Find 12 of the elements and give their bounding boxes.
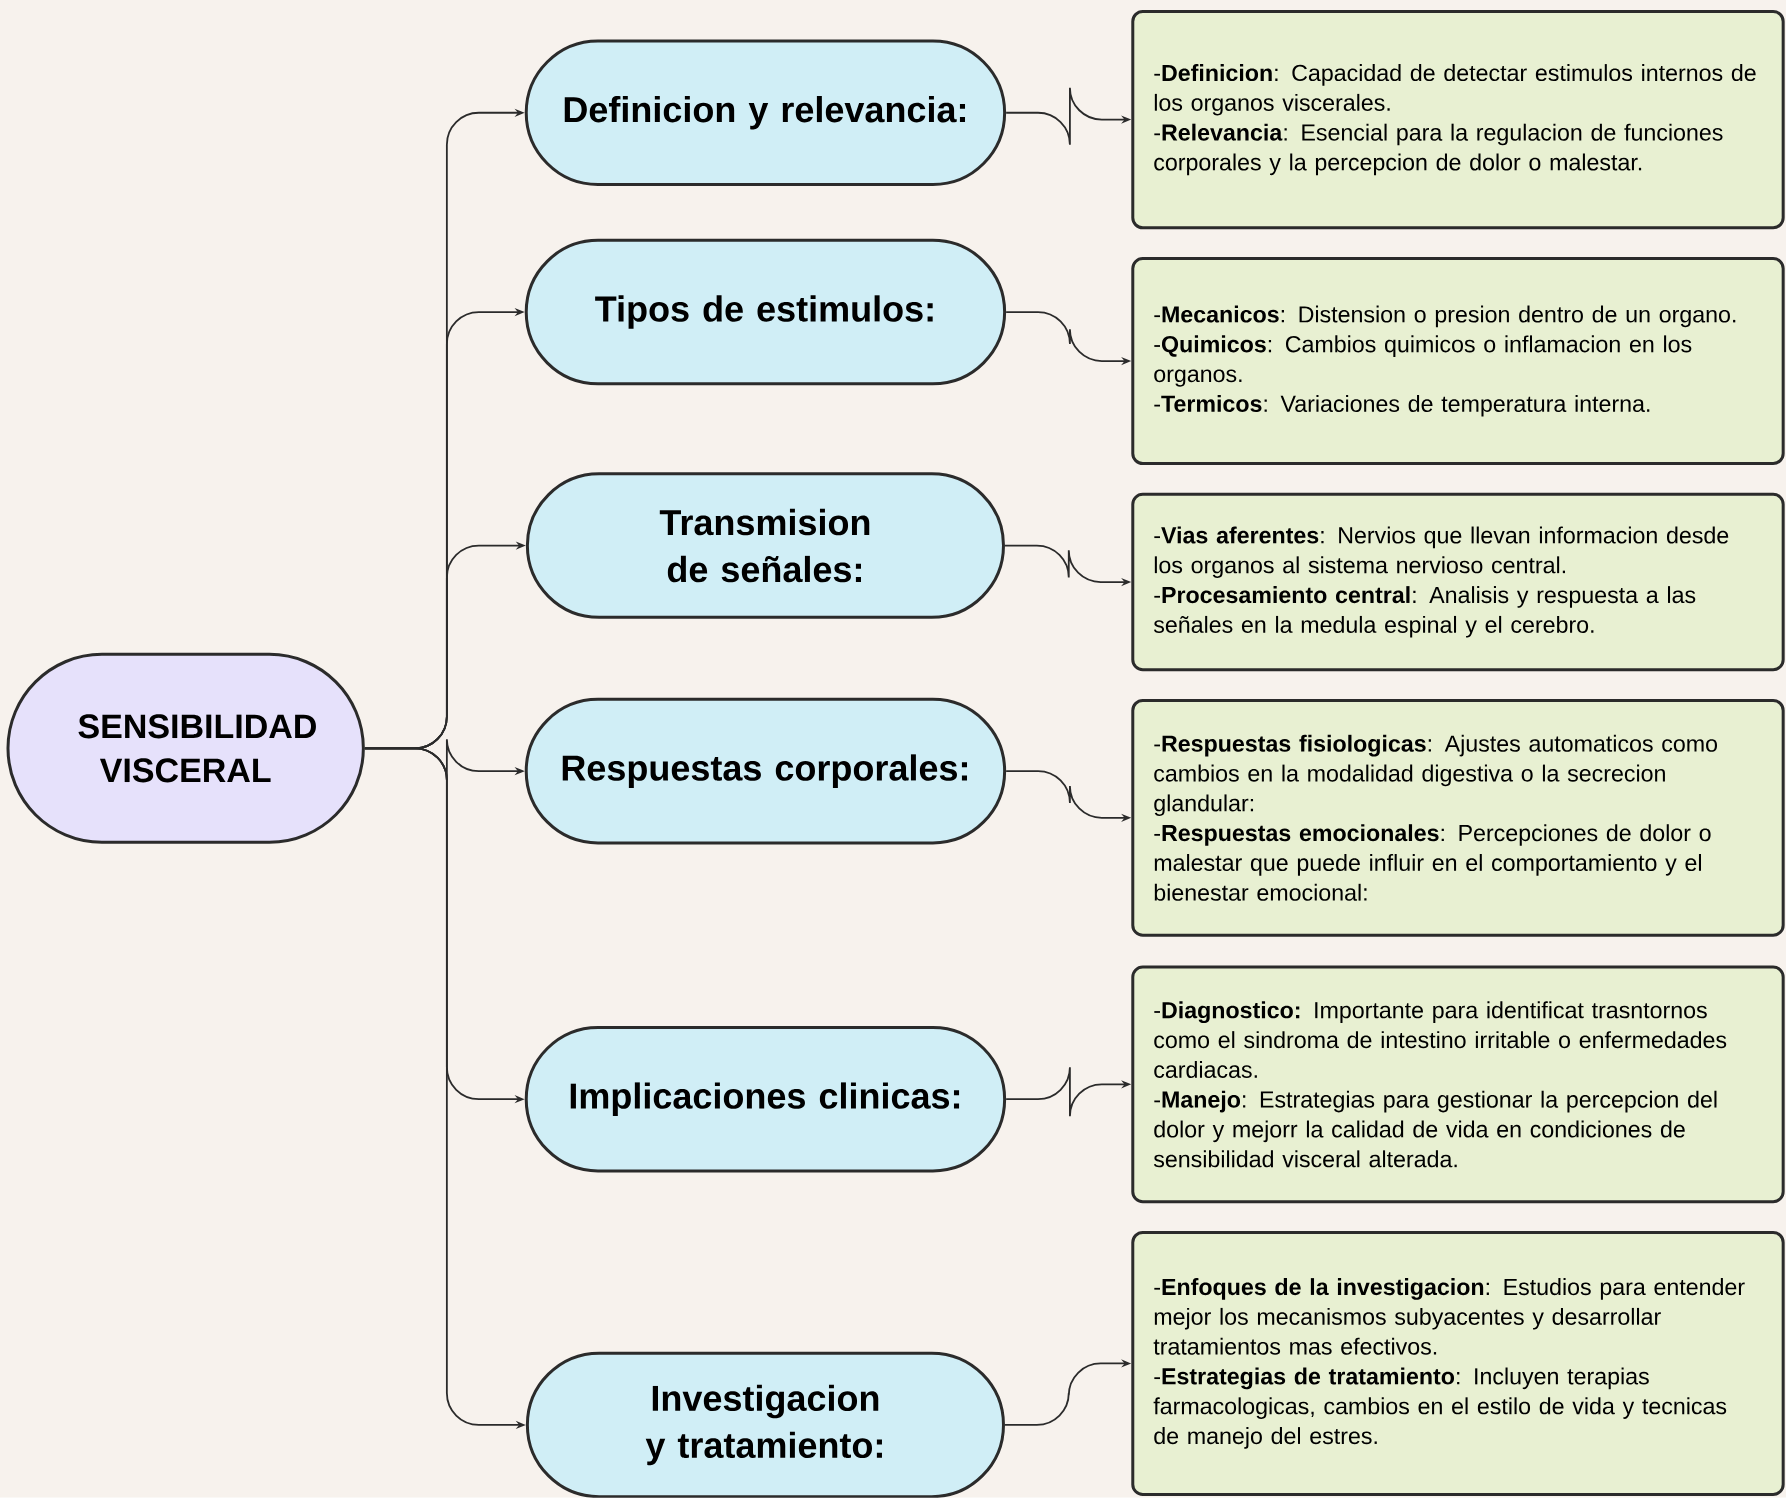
- description-box: -Respuestas fisiologicas: Ajustes automaticos como cambios en la modalidad digestiva o la secrecion glandular: -Respuestas emocionales: Percepciones de dolor o malestar que puede influir en el comportamiento y el bienestar emocional:: [1131, 699, 1785, 937]
- description-box: -Mecanicos: Distension o presion dentro de un organo. -Quimicos: Cambios quimicos o inflamacion en los organos. -Termicos: Variaciones de temperatura interna.: [1131, 257, 1785, 466]
- category-pill: Transmision de señales:: [525, 472, 1005, 619]
- category-pill: Respuestas corporales:: [524, 697, 1007, 845]
- description-box: -Vias aferentes: Nervios que llevan informacion desde los organos al sistema nervioso central. -Procesamiento central: Analisis y respuesta a las señales en la medula espinal y el cerebro.: [1131, 492, 1785, 672]
- category-pill: Tipos de estimulos:: [524, 238, 1007, 386]
- category-pill: Definicion y relevancia:: [524, 39, 1007, 187]
- category-pill: Investigacion y tratamiento:: [525, 1351, 1005, 1498]
- description-box: -Diagnostico: Importante para identificat trasntornos como el sindroma de intestino irritable o enfermedades cardiacas. -Manejo: Estrategias para gestionar la percepcion del dolor y mejorr la calidad de vida en condiciones de sensibilidad visceral alterada.: [1131, 965, 1785, 1204]
- category-pill: Implicaciones clinicas:: [524, 1026, 1007, 1173]
- description-box: -Definicion: Capacidad de detectar estimulos internos de los organos viscerales. -Relevancia: Esencial para la regulacion de funciones corporales y la percepcion de dolor o malestar.: [1131, 10, 1785, 230]
- description-box: -Enfoques de la investigacion: Estudios para entender mejor los mecanismos subyacentes y desarrollar tratamientos mas efectivos. -Estrategias de tratamiento: Incluyen terapias farmacologicas, cambios en el estilo de vida y tecnicas de manejo del estres.: [1131, 1231, 1785, 1496]
